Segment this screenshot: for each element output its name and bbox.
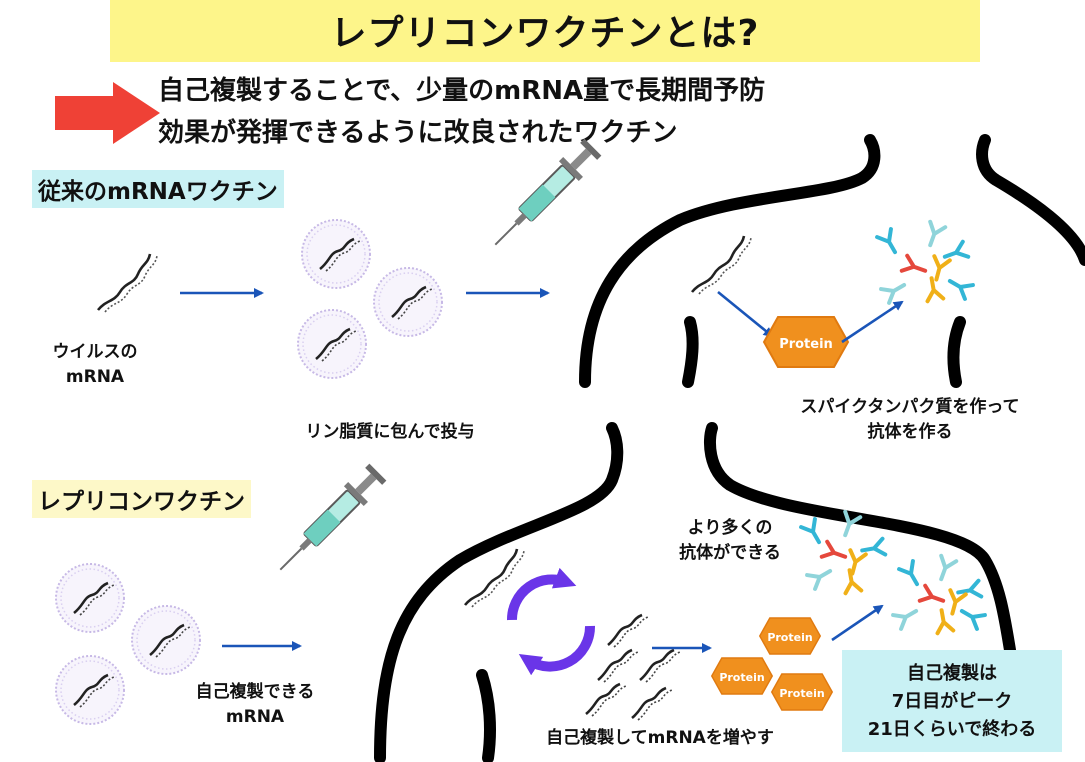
page-title: レプリコンワクチンとは? xyxy=(330,13,760,54)
syringe-icon-2 xyxy=(269,461,389,581)
syringe-icon-1 xyxy=(484,136,604,256)
lipid-particle-4 xyxy=(56,564,124,632)
lipid-particle-6 xyxy=(56,656,124,724)
replication-cycle-icon xyxy=(506,567,577,621)
lipid-particle-5 xyxy=(132,606,200,674)
protein-label-4: Protein xyxy=(779,687,824,700)
mrna-in-body-icon xyxy=(690,234,753,296)
info-box xyxy=(842,650,1062,752)
info-text: 自己複製は 7日目がピーク 21日くらいで終わる xyxy=(867,663,1037,740)
lead-text: 自己複製することで、少量のmRNA量で長期間予防 効果が発揮できるように改良され… xyxy=(158,70,765,154)
mrna-copies-icon xyxy=(584,613,682,722)
section-heading-replicon: レプリコンワクチン xyxy=(32,480,251,518)
lipid-particle-1 xyxy=(302,220,370,288)
increase-mrna-label: 自己複製してmRNAを増やす xyxy=(546,728,774,748)
lipid-label: リン脂質に包んで投与 xyxy=(305,422,475,442)
title-banner xyxy=(110,0,980,62)
virus-mrna-label: ウイルスの mRNA xyxy=(52,342,138,387)
more-antibodies-label: より多くの 抗体ができる xyxy=(679,518,781,563)
antibody-cluster-top xyxy=(875,219,975,305)
lead-line-2: 効果が発揮できるように改良されたワクチン xyxy=(158,118,678,148)
lipid-particle-2 xyxy=(374,268,442,336)
protein-label: Protein xyxy=(779,337,833,352)
section-heading-conventional: 従来のmRNAワクチン xyxy=(32,170,284,208)
body-silhouette-bottom xyxy=(374,422,1016,762)
arrow-7 xyxy=(831,604,884,642)
lead-line-1: 自己複製することで、少量のmRNA量で長期間予防 xyxy=(158,76,766,106)
red-arrow-icon xyxy=(55,82,160,144)
arrow-4 xyxy=(841,300,904,344)
arrow-3 xyxy=(717,290,774,338)
self-replicating-label: 自己複製できる mRNA xyxy=(195,682,315,727)
protein-label-2: Protein xyxy=(767,631,812,644)
antibody-cluster-bottom-2 xyxy=(891,553,987,636)
protein-label-3: Protein xyxy=(719,671,764,684)
body-silhouette-top xyxy=(579,134,1085,388)
virus-mrna-icon xyxy=(96,252,159,314)
spike-label: スパイクタンパク質を作って 抗体を作る xyxy=(800,397,1020,442)
lipid-particle-3 xyxy=(298,310,366,378)
